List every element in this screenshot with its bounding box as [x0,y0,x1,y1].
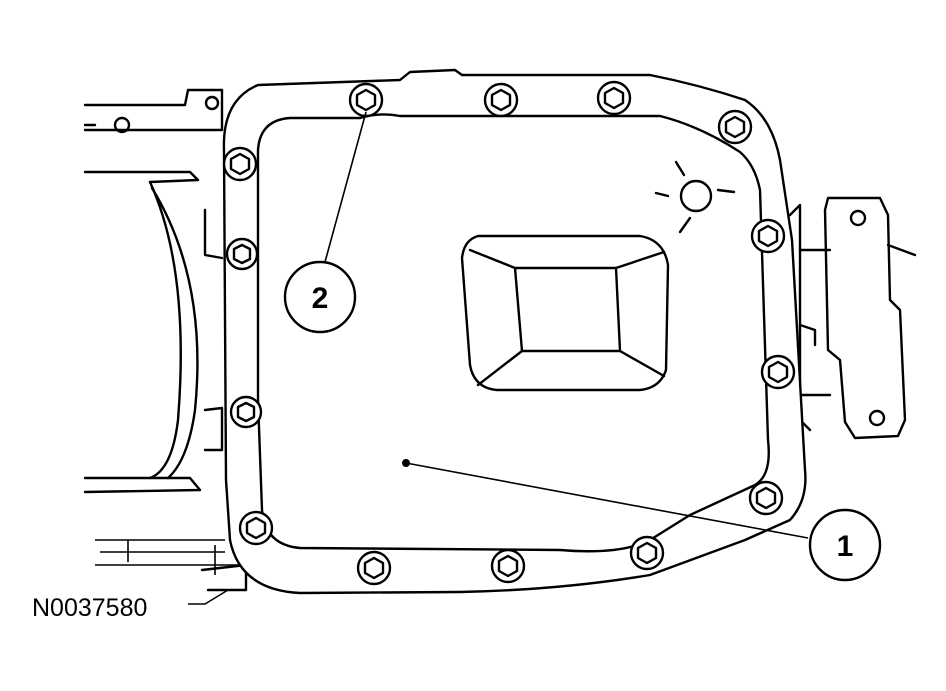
transmission-housing-left [83,88,248,592]
bolt-bottom-3 [490,548,526,584]
bolt-top-2 [483,82,519,118]
bolt-top-4 [717,109,753,145]
callout-2-label: 2 [312,282,329,315]
oil-pan-bolts [222,80,796,586]
oil-pan-flange-outer [222,68,807,595]
bolt-right-2 [760,354,796,390]
bolt-right-3 [748,480,784,516]
mount-bracket-right [788,196,917,440]
bolt-right-1 [750,218,786,254]
bolt-top-3 [596,80,632,116]
bolt-left-2 [225,237,259,271]
bolt-left-1 [222,146,258,182]
figure-id-label: N0037580 [32,594,147,622]
bolt-bottom-1 [238,510,274,546]
bolt-top-1 [348,82,384,118]
bolt-bottom-4 [629,535,665,571]
figure-id: N0037580 [32,589,229,622]
callout-1: 1 [402,459,882,582]
callout-1-label: 1 [837,530,854,563]
oil-pan-sump [460,234,670,392]
callout-2: 2 [283,111,367,334]
bolt-bottom-2 [356,550,392,586]
bolt-left-3 [229,395,263,429]
sensor-boss [654,160,736,234]
